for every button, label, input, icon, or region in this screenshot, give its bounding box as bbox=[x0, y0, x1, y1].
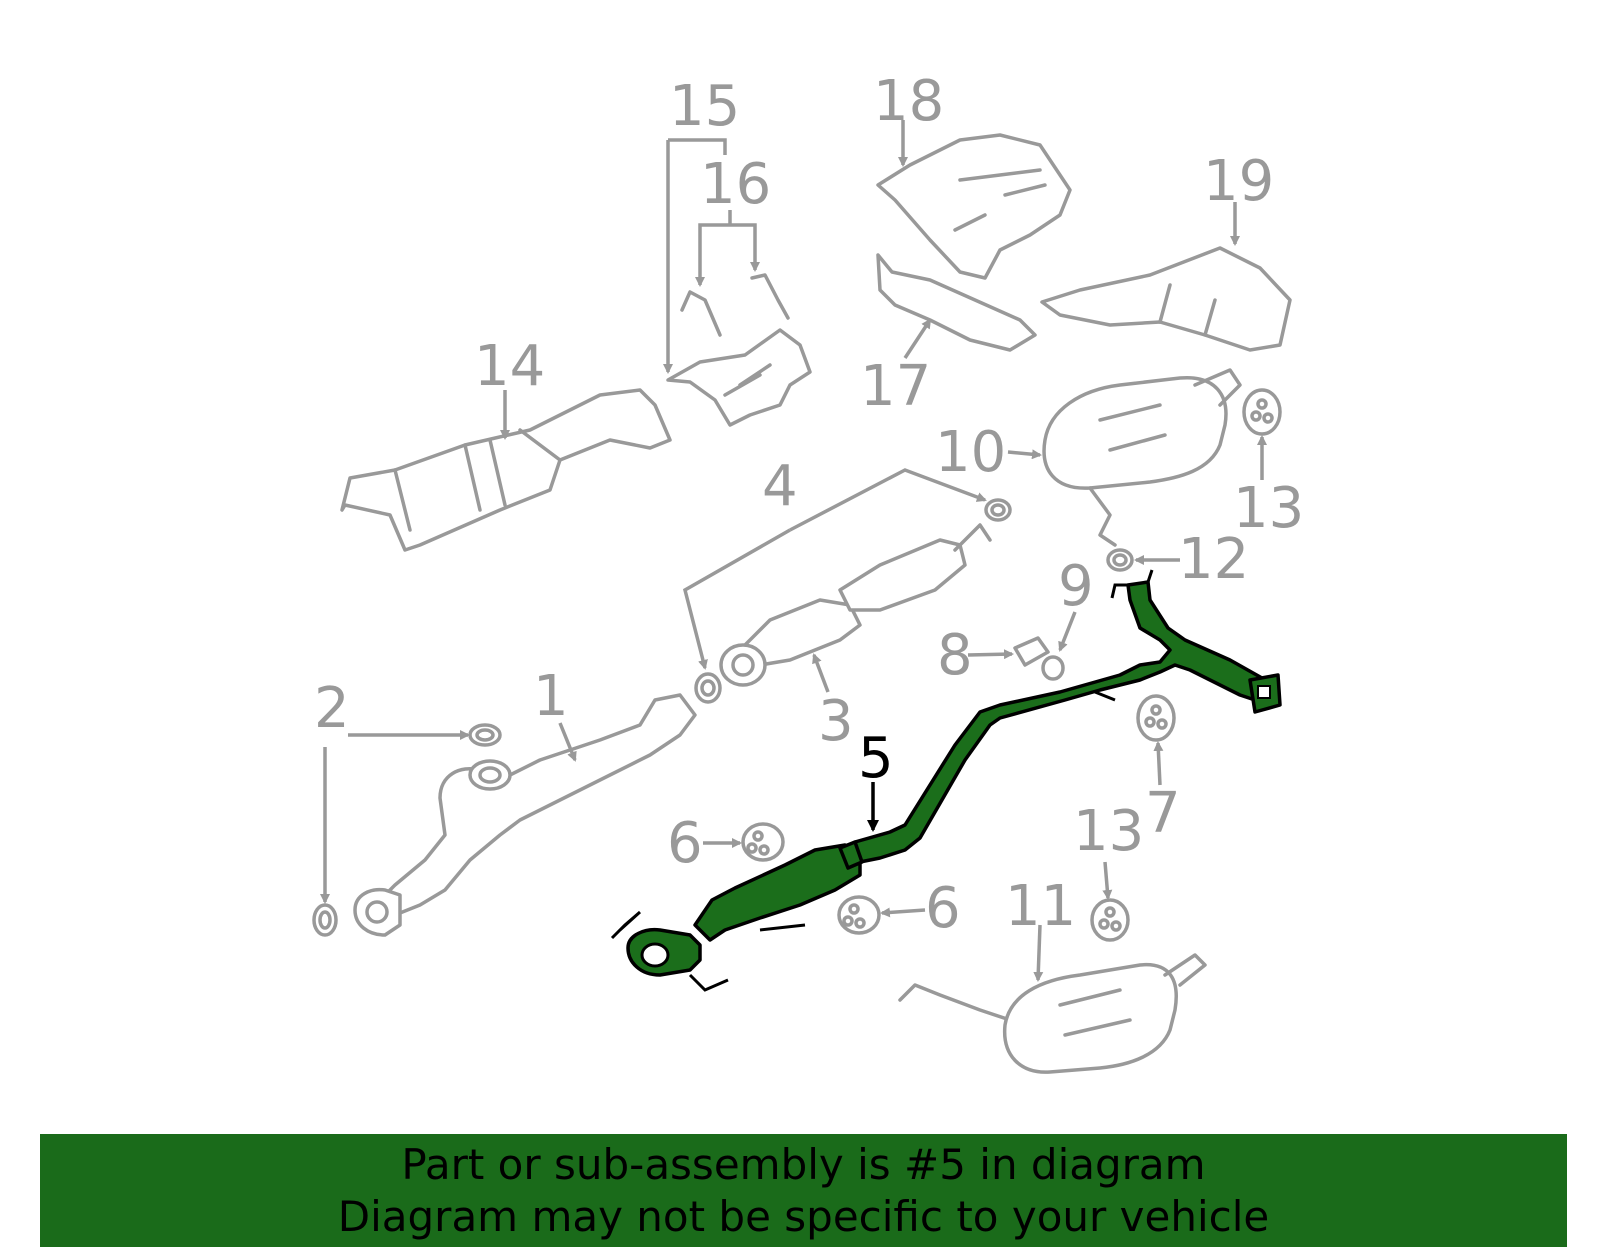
part-6-isolator-upper bbox=[741, 822, 785, 862]
part-13-isolator-upper bbox=[1242, 388, 1282, 436]
callout-1: 1 bbox=[533, 664, 569, 729]
part-11-muffler bbox=[898, 953, 1207, 1074]
part-4-gasket bbox=[694, 672, 722, 704]
callout-16: 16 bbox=[700, 152, 771, 217]
callout-9: 9 bbox=[1058, 554, 1094, 619]
part-2-gasket-upper bbox=[468, 723, 502, 747]
part-18-heat-shield bbox=[876, 133, 1072, 280]
callout-6-lower: 6 bbox=[925, 876, 961, 941]
leader-lines bbox=[320, 120, 1267, 982]
callout-8: 8 bbox=[937, 623, 973, 688]
callout-18: 18 bbox=[873, 69, 944, 134]
callout-4: 4 bbox=[762, 454, 798, 519]
part-13-isolator-lower bbox=[1090, 898, 1130, 942]
part-10-muffler bbox=[1042, 368, 1242, 547]
part-1-front-pipe bbox=[353, 693, 697, 937]
part-19-heat-shield bbox=[1040, 246, 1292, 352]
part-8-clamp bbox=[1013, 636, 1050, 667]
part-2-gasket-lower bbox=[312, 903, 338, 937]
part-15-shield bbox=[666, 328, 812, 427]
callout-19: 19 bbox=[1203, 149, 1274, 214]
callout-10: 10 bbox=[935, 420, 1006, 485]
part-3-catalytic-converter bbox=[719, 498, 1012, 687]
exhaust-system-diagram: 1 2 3 4 5 6 6 7 8 9 10 11 12 13 13 14 15… bbox=[312, 69, 1304, 1074]
part-17-heat-shield bbox=[876, 253, 1037, 352]
part-12-gasket bbox=[1106, 548, 1134, 572]
callout-17: 17 bbox=[860, 354, 931, 419]
part-16-hangers bbox=[680, 273, 790, 337]
part-5-center-pipe bbox=[610, 569, 1282, 992]
part-6-isolator-lower bbox=[837, 895, 881, 935]
banner-line-2: Diagram may not be specific to your vehi… bbox=[337, 1191, 1270, 1241]
callout-5: 5 bbox=[858, 726, 894, 791]
part-7-isolator bbox=[1136, 694, 1176, 742]
callout-15: 15 bbox=[669, 74, 740, 139]
callout-14: 14 bbox=[474, 334, 545, 399]
callout-13-upper: 13 bbox=[1233, 476, 1304, 541]
callout-7: 7 bbox=[1145, 781, 1181, 846]
callout-2: 2 bbox=[314, 676, 350, 741]
part-9-gasket bbox=[1041, 655, 1065, 681]
banner-line-1: Part or sub-assembly is #5 in diagram bbox=[401, 1139, 1206, 1189]
callout-6-upper: 6 bbox=[667, 811, 703, 876]
callout-11: 11 bbox=[1005, 874, 1076, 939]
callout-labels: 1 2 3 4 5 6 6 7 8 9 10 11 12 13 13 14 15… bbox=[314, 69, 1304, 941]
part-14-heat-shield bbox=[340, 388, 672, 552]
info-banner: Part or sub-assembly is #5 in diagram Di… bbox=[40, 1134, 1567, 1247]
callout-12: 12 bbox=[1178, 527, 1249, 592]
callout-3: 3 bbox=[818, 689, 854, 754]
callout-13-lower: 13 bbox=[1073, 799, 1144, 864]
